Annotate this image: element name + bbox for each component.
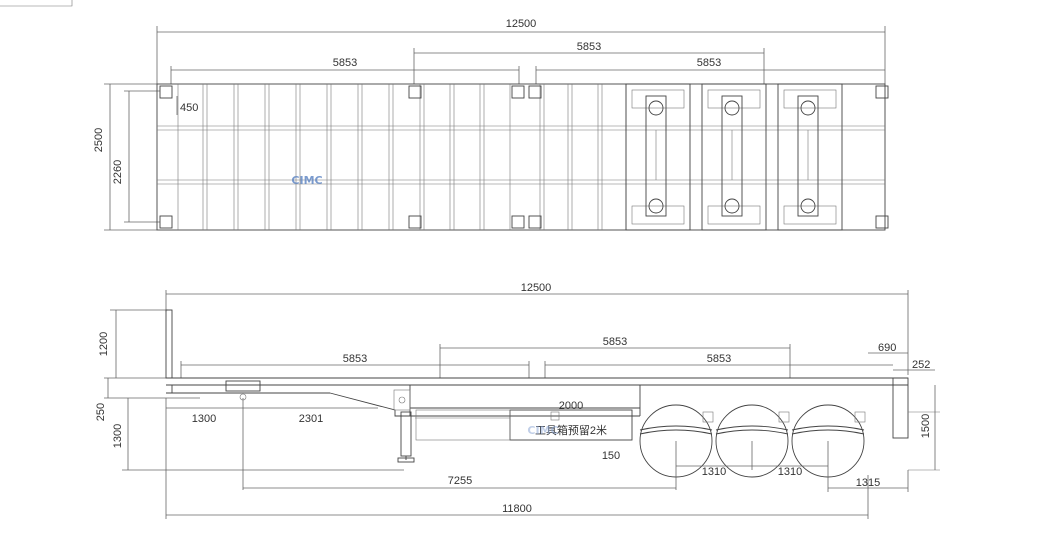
- side-deck-height: 1500: [920, 414, 932, 438]
- wheel-2: [715, 404, 789, 478]
- side-overall-length: 12500: [521, 282, 552, 294]
- top-cross-members: [177, 84, 627, 230]
- top-corner-offset: 450: [180, 102, 198, 114]
- side-view: 12500 5853 5853 5853 690 252 1200 250 13…: [95, 282, 940, 519]
- landing-gear: [239, 393, 415, 463]
- side-spacing-right: 5853: [707, 353, 731, 365]
- side-gooseneck-height: 1300: [112, 424, 124, 448]
- top-spacing-right: 5853: [697, 57, 721, 69]
- top-spacing-left: 5853: [333, 57, 357, 69]
- side-watermark: CIMC: [527, 424, 558, 437]
- axle-wheels: [639, 404, 866, 478]
- top-view: 12500 5853 5853 5853 2500 2260 450: [93, 18, 889, 231]
- toolbox-length: 2000: [559, 400, 583, 412]
- twist-lock-markers: [159, 85, 889, 229]
- top-frame-outline: [156, 83, 886, 231]
- headboard: [165, 309, 173, 379]
- toolbox: 工具箱预留2米 2000: [415, 400, 633, 441]
- side-frame-step: 250: [95, 403, 107, 421]
- top-spacing-mid: 5853: [577, 41, 601, 53]
- side-gooseneck-length: 2301: [299, 413, 323, 425]
- side-axle-spacing-1: 1310: [702, 466, 726, 478]
- side-axle-spacing-2: 1310: [778, 466, 802, 478]
- side-rear-small: 252: [912, 359, 930, 371]
- side-frame-length: 11800: [502, 503, 532, 515]
- rear-end: 1500: [892, 377, 940, 471]
- frame-corner-mark: [0, 0, 73, 7]
- top-watermark: CIMC: [291, 174, 322, 187]
- side-spacing-mid: 5853: [603, 336, 627, 348]
- top-width: 2500: [93, 128, 105, 152]
- side-kingpin-to-axle: 7255: [448, 475, 472, 487]
- top-inner-width: 2260: [112, 160, 124, 184]
- side-bumper-gap: 150: [602, 450, 620, 462]
- side-kingpin-offset: 1300: [192, 413, 216, 425]
- side-headboard-height: 1200: [98, 332, 110, 356]
- top-axle-group: [625, 83, 843, 231]
- side-rear-overhang: 690: [878, 342, 896, 354]
- side-frame: [166, 377, 908, 417]
- side-spacing-left: 5853: [343, 353, 367, 365]
- top-overall-length: 12500: [506, 18, 537, 30]
- toolbox-label: 工具箱预留2米: [535, 423, 607, 437]
